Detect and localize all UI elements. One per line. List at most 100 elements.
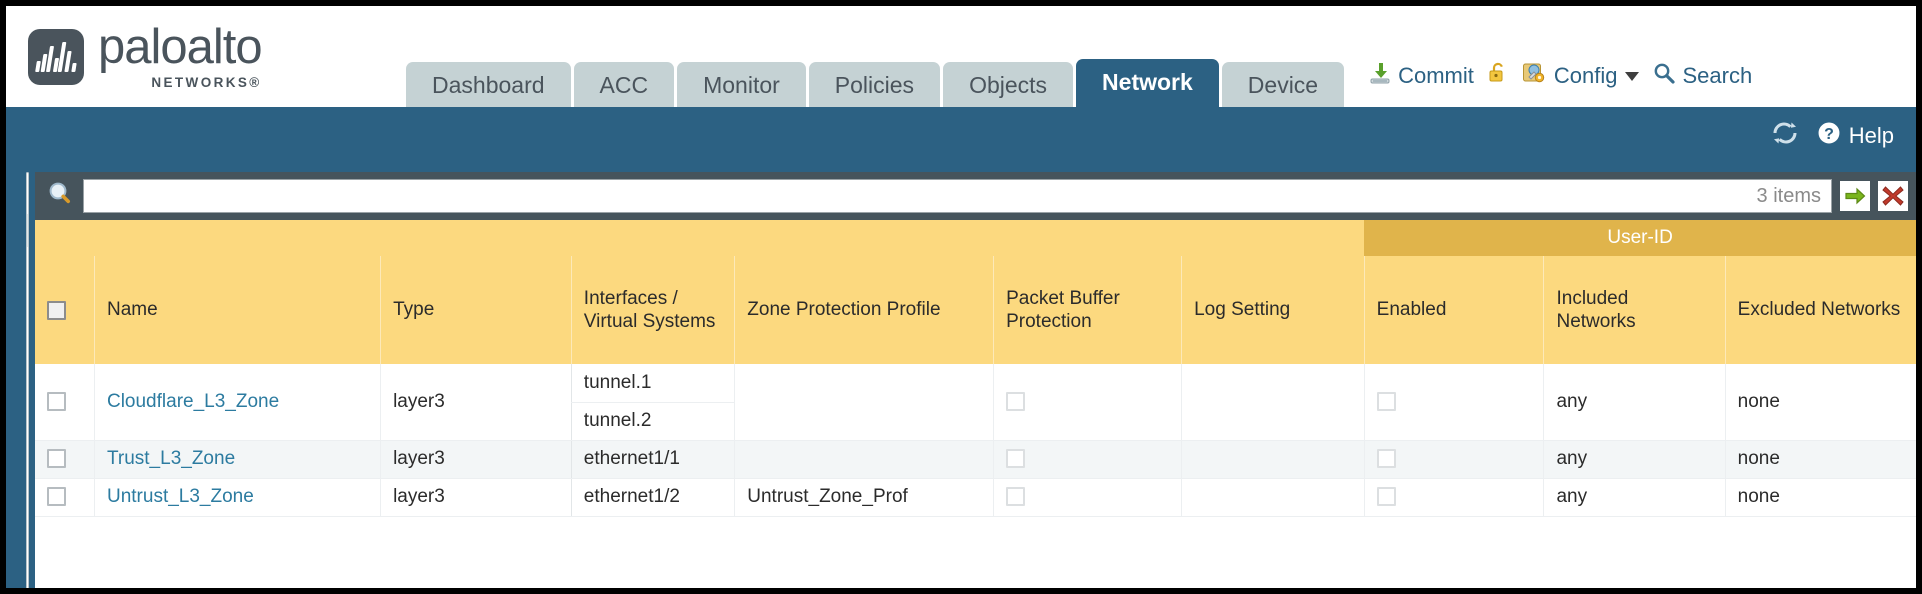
cell-zone-protection [734, 440, 994, 479]
sidebar-item-portals[interactable]: Portals [27, 511, 28, 544]
clear-filter-button[interactable] [1877, 181, 1908, 211]
config-icon [1522, 61, 1548, 91]
zone-link[interactable]: Cloudflare_L3_Zone [106, 390, 280, 412]
cell-log-setting [1181, 478, 1365, 517]
table-row[interactable]: Untrust_L3_Zone layer3 ethernet1/2 Untru… [34, 478, 1916, 517]
row-select-cell[interactable] [34, 364, 95, 441]
filter-search-icon[interactable] [45, 179, 75, 214]
select-all-header[interactable] [34, 256, 95, 364]
tab-acc[interactable]: ACC [573, 61, 675, 107]
column-header-zone-protection[interactable]: Zone Protection Profile [734, 256, 994, 364]
row-checkbox[interactable] [46, 392, 66, 412]
cell-type: layer3 [380, 478, 572, 517]
zones-main-panel: 3 items [34, 172, 1916, 588]
cell-interface: tunnel.1 [570, 364, 735, 403]
select-all-checkbox[interactable] [46, 300, 66, 320]
packet-buffer-checkbox[interactable] [1006, 449, 1026, 469]
column-header-excluded-networks[interactable]: Excluded Networks [1724, 256, 1916, 364]
cell-interface: tunnel.2 [570, 402, 735, 441]
userid-enabled-checkbox[interactable] [1376, 487, 1396, 507]
tab-device[interactable]: Device [1221, 61, 1345, 107]
paloalto-logo-icon [28, 28, 84, 85]
refresh-button[interactable] [1770, 120, 1800, 151]
cell-log-setting [1181, 440, 1365, 479]
cell-userid-enabled[interactable] [1363, 478, 1544, 517]
brand-tagline: NETWORKS® [151, 75, 262, 91]
packet-buffer-checkbox[interactable] [1006, 487, 1026, 507]
sidebar-item-ipsec-tunnels[interactable]: IPSec Tunnels [27, 346, 28, 379]
row-checkbox[interactable] [46, 449, 66, 469]
cell-name[interactable]: Cloudflare_L3_Zone [93, 364, 381, 441]
apply-filter-button[interactable] [1839, 181, 1870, 211]
sidebar-item-virtual-routers[interactable]: Virtual Routers [27, 313, 28, 346]
cell-name[interactable]: Trust_L3_Zone [93, 440, 381, 479]
column-header-included-networks[interactable]: Included Networks [1543, 256, 1726, 364]
cell-included-networks: any [1543, 364, 1726, 441]
config-label: Config [1553, 63, 1618, 88]
zone-link[interactable]: Untrust_L3_Zone [106, 486, 254, 507]
config-dropdown[interactable]: Config [1522, 61, 1640, 91]
commit-button[interactable]: Commit [1368, 61, 1474, 91]
sidebar-item-interfaces[interactable]: Interfaces [27, 181, 28, 214]
cell-log-setting [1181, 364, 1365, 441]
cell-excluded-networks: none [1724, 440, 1916, 479]
tab-objects[interactable]: Objects [943, 61, 1074, 107]
sidebar-item-vlans[interactable]: VLANs [27, 247, 28, 280]
sidebar-item-gre-tunnels[interactable]: GRE Tunnels [27, 379, 28, 412]
cell-interface: ethernet1/2 [570, 478, 735, 517]
sidebar-item-gateways[interactable]: Gateways [27, 544, 28, 577]
filter-input-wrap[interactable]: 3 items [82, 179, 1832, 213]
commit-icon [1368, 61, 1392, 91]
zones-table-wrap: User-ID Name Type Interfaces / Virtual S… [34, 220, 1916, 588]
column-header-interfaces[interactable]: Interfaces / Virtual Systems [570, 256, 735, 364]
sidebar-item-dhcp[interactable]: IP DHCP [27, 412, 28, 445]
table-header-row: Name Type Interfaces / Virtual Systems Z… [34, 256, 1916, 364]
main-nav-tabs: Dashboard ACC Monitor Policies Objects N… [406, 6, 1345, 107]
lock-button[interactable] [1487, 61, 1509, 91]
userid-enabled-checkbox[interactable] [1376, 449, 1396, 469]
tab-monitor[interactable]: Monitor [677, 61, 806, 107]
packet-buffer-checkbox[interactable] [1006, 392, 1026, 412]
unlock-icon [1487, 61, 1509, 91]
sidebar-item-globalprotect[interactable]: GlobalProtect [27, 478, 28, 511]
network-sidebar: Interfaces Zones [26, 172, 29, 588]
table-row-continuation[interactable]: tunnel.2 [35, 402, 1916, 441]
column-header-log-setting[interactable]: Log Setting [1181, 256, 1365, 364]
column-header-enabled[interactable]: Enabled [1363, 256, 1544, 364]
zone-link[interactable]: Trust_L3_Zone [106, 448, 236, 469]
cell-included-networks: any [1543, 478, 1726, 517]
chevron-down-icon [1625, 71, 1640, 81]
row-select-cell[interactable] [34, 478, 95, 517]
cell-userid-enabled[interactable] [1363, 364, 1544, 441]
search-button[interactable]: Search [1652, 61, 1752, 91]
search-icon [1652, 61, 1676, 91]
column-header-packet-buffer[interactable]: Packet Buffer Protection [993, 256, 1182, 364]
cell-packet-buffer[interactable] [993, 478, 1182, 517]
tab-dashboard[interactable]: Dashboard [406, 61, 571, 107]
header-actions: Commit [1368, 61, 1752, 107]
cell-packet-buffer[interactable] [993, 440, 1182, 479]
filter-input[interactable] [83, 185, 1757, 207]
cell-packet-buffer[interactable] [993, 364, 1182, 441]
table-group-header-row: User-ID [34, 220, 1916, 256]
filter-bar: 3 items [34, 172, 1916, 220]
sidebar-item-virtual-wires[interactable]: Virtual Wires [27, 280, 28, 313]
brand-logo: paloalto NETWORKS® [6, 6, 406, 107]
cell-userid-enabled[interactable] [1363, 440, 1544, 479]
row-checkbox[interactable] [46, 487, 66, 507]
help-button[interactable]: ? Help [1816, 120, 1894, 152]
row-select-cell[interactable] [34, 440, 95, 479]
table-row[interactable]: Cloudflare_L3_Zone layer3 tunnel.1 [34, 364, 1916, 441]
tab-network[interactable]: Network [1076, 58, 1219, 107]
tab-policies[interactable]: Policies [808, 61, 941, 107]
app-header: paloalto NETWORKS® Dashboard ACC Monitor… [6, 6, 1916, 107]
table-row[interactable]: Trust_L3_Zone layer3 ethernet1/1 [34, 440, 1916, 479]
cell-name[interactable]: Untrust_L3_Zone [93, 478, 381, 517]
column-header-name[interactable]: Name [93, 256, 381, 364]
group-header-spacer [34, 220, 1365, 256]
column-header-type[interactable]: Type [380, 256, 572, 364]
userid-enabled-checkbox[interactable] [1376, 392, 1396, 412]
sidebar-item-dns-proxy[interactable]: DNS DNS Proxy [27, 445, 28, 478]
sidebar-item-zones[interactable]: Zones [27, 214, 28, 247]
